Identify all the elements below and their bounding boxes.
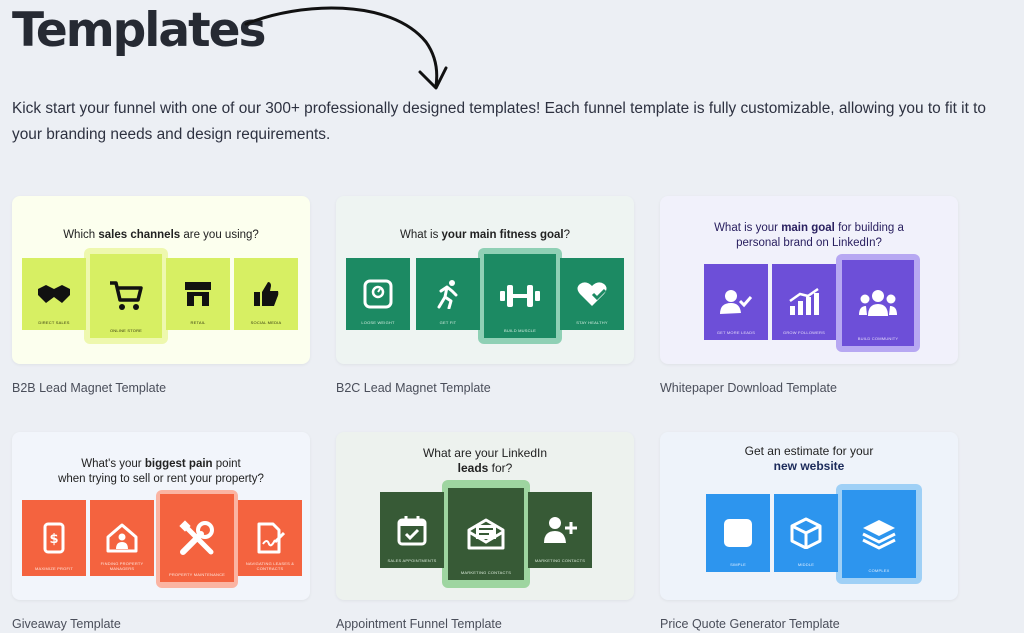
option-tile[interactable]: GET FIT [416, 258, 480, 330]
running-icon [437, 280, 458, 309]
card-question: Which sales channels are you using? [63, 229, 259, 241]
option-tile[interactable]: LOOSE WEIGHT [346, 258, 410, 330]
contract-icon [257, 522, 285, 554]
heart-check-icon [577, 282, 607, 306]
dumbbell-icon [500, 285, 540, 307]
template-card-b2b-lead-magnet[interactable]: Which sales channels are you using? DIRE… [12, 196, 310, 364]
scale-icon [363, 279, 393, 309]
option-tile[interactable]: SOCIAL MEDIA [234, 258, 298, 330]
option-tile[interactable]: DIRECT SALES [22, 258, 86, 330]
card-question: What is your main fitness goal? [399, 229, 570, 241]
svg-text:$: $ [49, 532, 58, 547]
thumbs-up-icon [254, 282, 279, 306]
option-tile[interactable]: NAVIGATING LEASES & CONTRACTS [238, 500, 302, 576]
option-tile[interactable]: GET MORE LEADS [704, 264, 768, 340]
option-tile-selected[interactable]: BUILD MUSCLE [484, 254, 556, 338]
option-tile-selected[interactable]: BUILD COMMUNITY [842, 260, 914, 346]
option-tile-selected[interactable]: PROPERTY MAINTENANCE [160, 494, 234, 582]
community-icon [859, 290, 897, 316]
card-label[interactable]: Price Quote Generator Template [660, 617, 840, 631]
option-tile[interactable]: GROW FOLLOWERS [772, 264, 836, 340]
option-tile[interactable]: STAY HEALTHY [560, 258, 624, 330]
house-person-icon [106, 523, 138, 553]
intro-text: Kick start your funnel with one of our 3… [12, 100, 986, 143]
card-label[interactable]: Whitepaper Download Template [660, 381, 837, 395]
template-card-b2c-lead-magnet[interactable]: What is your main fitness goal? LOOSE WE… [336, 196, 634, 364]
envelope-icon [467, 518, 505, 550]
handshake-icon [38, 285, 70, 303]
option-tile[interactable]: $ MAXIMIZE PROFIT [22, 500, 86, 576]
option-tile[interactable]: RETAIL [166, 258, 230, 330]
cube-icon [790, 517, 822, 549]
user-check-icon [720, 290, 752, 314]
option-tile[interactable]: SIMPLE [706, 494, 770, 572]
card-label[interactable]: B2C Lead Magnet Template [336, 381, 491, 395]
tools-icon [179, 520, 214, 555]
option-tile-selected[interactable]: COMPLEX [842, 490, 916, 578]
card-label[interactable]: B2B Lead Magnet Template [12, 381, 167, 395]
curved-arrow-icon [244, 6, 448, 90]
layers-icon [862, 520, 896, 550]
money-icon: $ [43, 522, 65, 554]
option-tile-selected[interactable]: ONLINE STORE [90, 254, 162, 338]
option-tile[interactable]: SALES APPOINTMENTS [380, 492, 444, 568]
store-icon [185, 282, 211, 306]
option-tile[interactable]: MIDDLE [774, 494, 838, 572]
calendar-check-icon [397, 516, 427, 546]
option-tile[interactable]: MARKETING CONTACTS [528, 492, 592, 568]
chart-up-icon [789, 288, 819, 315]
option-tile[interactable]: FINDING PROPERTY MANAGERS [90, 500, 154, 576]
square-icon [724, 519, 752, 547]
page-title: Templates [12, 3, 266, 58]
cart-icon [110, 281, 143, 310]
option-tile-selected[interactable]: MARKETING CONTACTS [448, 488, 524, 580]
card-label[interactable]: Giveaway Template [12, 617, 121, 631]
user-plus-icon [544, 517, 577, 543]
card-label[interactable]: Appointment Funnel Template [336, 617, 502, 631]
